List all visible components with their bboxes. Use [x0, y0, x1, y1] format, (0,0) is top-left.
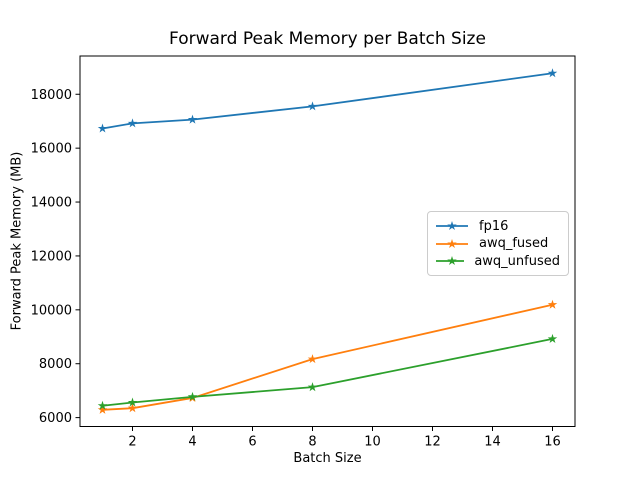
y-tick-label: 12000 — [31, 249, 72, 264]
data-point-marker-fp16 — [547, 68, 558, 78]
chart-title: Forward Peak Memory per Batch Size — [169, 29, 486, 49]
legend-label-awq-fused: awq_fused — [479, 236, 549, 251]
legend-item-awq-fused: awq_fused — [435, 236, 560, 252]
y-tick-label: 10000 — [31, 303, 72, 318]
legend-line-sample-icon — [436, 221, 468, 231]
legend-sample-marker — [447, 221, 457, 231]
x-tick-label: 14 — [484, 435, 501, 450]
data-point-marker-fp16 — [187, 114, 198, 124]
x-tick-label: 12 — [424, 435, 441, 450]
data-point-marker-awq_fused — [127, 403, 138, 413]
data-point-marker-awq_unfused — [127, 397, 138, 407]
legend-label-awq-unfused: awq_unfused — [474, 253, 560, 269]
legend-sample-marker — [447, 238, 457, 248]
data-point-marker-awq_fused — [307, 354, 318, 364]
x-axis-label: Batch Size — [293, 451, 362, 466]
legend-line-sample-icon — [436, 238, 468, 248]
series-line-awq_fused — [101, 303, 554, 411]
x-tick-label: 2 — [128, 435, 136, 450]
x-tick-label: 4 — [188, 435, 196, 450]
legend-item-fp16: fp16 — [435, 218, 560, 234]
data-point-marker-awq_unfused — [187, 391, 198, 401]
x-tick-label: 8 — [308, 435, 316, 450]
plot-border — [79, 55, 576, 427]
data-point-marker-awq_fused — [97, 404, 108, 414]
legend-sample-marker — [447, 256, 457, 266]
data-point-marker-awq_unfused — [307, 382, 318, 392]
legend: fp16 awq_fused awq_unfused — [427, 211, 569, 276]
x-tick-label: 10 — [364, 435, 381, 450]
data-point-marker-fp16 — [97, 123, 108, 133]
y-tick-label: 18000 — [31, 88, 72, 103]
legend-line-sample-icon — [436, 256, 465, 266]
data-point-marker-awq_unfused — [97, 400, 108, 410]
legend-item-awq-unfused: awq_unfused — [435, 253, 560, 269]
series-line-awq_unfused — [101, 338, 554, 407]
data-point-marker-awq_unfused — [547, 333, 558, 343]
y-tick-label: 16000 — [31, 142, 72, 157]
legend-label-fp16: fp16 — [479, 218, 509, 234]
y-tick-label: 6000 — [39, 411, 72, 426]
data-point-marker-fp16 — [307, 101, 318, 111]
x-tick-label: 16 — [544, 435, 561, 450]
data-point-marker-awq_fused — [547, 299, 558, 309]
x-tick-label: 6 — [248, 435, 256, 450]
series-line-fp16 — [101, 72, 554, 130]
y-tick-label: 8000 — [39, 357, 72, 372]
data-point-marker-fp16 — [127, 118, 138, 128]
y-tick-label: 14000 — [31, 196, 72, 211]
